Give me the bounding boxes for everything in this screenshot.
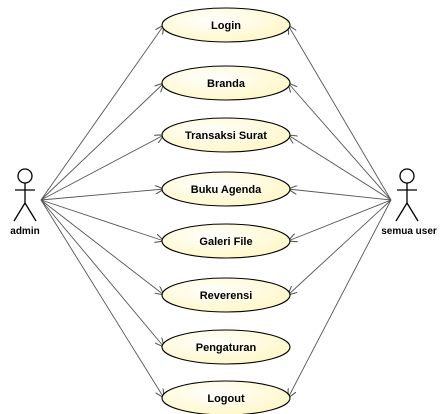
actor-leg-left <box>395 202 408 222</box>
usecase-ellipse <box>161 7 291 43</box>
association-left-pengaturan <box>40 199 164 347</box>
usecase-login[interactable]: Login <box>161 7 291 43</box>
association-right-branda <box>288 83 392 201</box>
association-left-reverensi <box>40 199 164 295</box>
usecase-label: Pengaturan <box>196 342 257 354</box>
usecase-ellipse <box>161 380 291 414</box>
usecase-label: Logout <box>207 393 245 405</box>
usecase-label: Reverensi <box>200 290 253 302</box>
usecase-logout[interactable]: Logout <box>161 380 291 414</box>
usecase-label: Login <box>211 20 241 32</box>
usecase-ellipse <box>161 171 291 207</box>
actor-semua-user-label: semua user <box>381 226 437 237</box>
association-right-logout <box>288 199 392 398</box>
association-left-transaksi-surat <box>40 135 164 201</box>
actor-semua-user[interactable]: semua user <box>381 168 437 237</box>
association-right-reverensi <box>288 199 392 295</box>
associations <box>40 25 392 398</box>
actor-head <box>399 168 415 184</box>
actor-leg-right <box>406 202 419 222</box>
usecase-label: Transaksi Surat <box>185 130 267 142</box>
association-left-buku-agenda <box>40 189 164 201</box>
usecase-ellipse <box>161 65 291 101</box>
association-right-buku-agenda <box>288 189 392 201</box>
usecase-branda[interactable]: Branda <box>161 65 291 101</box>
actor-leg-right <box>24 202 37 222</box>
actor-head <box>17 168 33 184</box>
association-right-galeri-file <box>288 199 392 241</box>
usecase-ellipse <box>161 117 291 153</box>
usecase-pengaturan[interactable]: Pengaturan <box>161 329 291 365</box>
association-left-branda <box>40 83 164 201</box>
usecase-label: Branda <box>207 78 246 90</box>
association-right-transaksi-surat <box>288 135 392 201</box>
usecase-buku-agenda[interactable]: Buku Agenda <box>161 171 291 207</box>
association-right-login <box>288 25 392 201</box>
usecase-galeri-file[interactable]: Galeri File <box>161 223 291 259</box>
usecase-ellipse <box>161 329 291 365</box>
usecase-ellipse <box>161 277 291 313</box>
actor-admin-label: admin <box>10 226 39 237</box>
association-left-login <box>40 25 164 201</box>
usecase-transaksi-surat[interactable]: Transaksi Surat <box>161 117 291 153</box>
usecase-label: Galeri File <box>199 236 252 248</box>
usecase-reverensi[interactable]: Reverensi <box>161 277 291 313</box>
association-left-logout <box>40 199 164 398</box>
actor-admin[interactable]: admin <box>10 168 40 237</box>
association-left-galeri-file <box>40 199 164 241</box>
usecase-label: Buku Agenda <box>191 184 262 196</box>
usecase-ellipse <box>161 223 291 259</box>
actor-leg-left <box>13 202 26 222</box>
